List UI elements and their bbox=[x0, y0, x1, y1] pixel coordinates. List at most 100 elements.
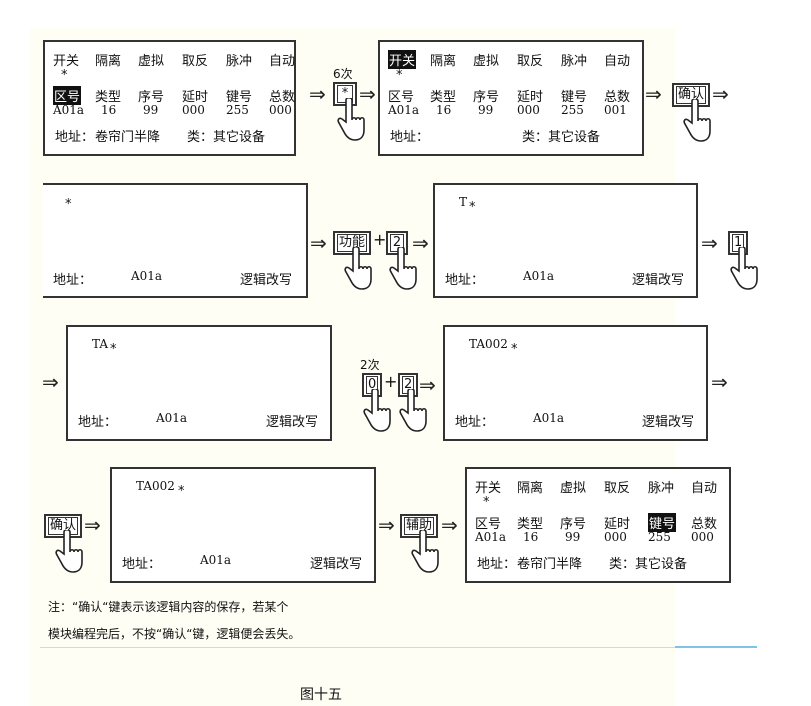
field-label-1: 类型 bbox=[517, 517, 544, 532]
flow-arrow-icon: ⇒ bbox=[701, 231, 718, 255]
menu-item-4: 脉冲 bbox=[648, 481, 675, 496]
mode-label: 逻辑改写 bbox=[240, 273, 293, 288]
category: 类：其它设备 bbox=[609, 557, 688, 572]
flow-arrow-icon: ⇒ bbox=[42, 370, 59, 394]
menu-item-3: 取反 bbox=[604, 481, 631, 496]
field-label-3: 延时 bbox=[517, 90, 544, 105]
flow-arrow-icon: ⇒ bbox=[645, 82, 662, 106]
pressing-hand-icon bbox=[411, 528, 441, 578]
pressing-hand-icon bbox=[344, 245, 374, 295]
key-label: 1 bbox=[732, 234, 745, 252]
key-button-8[interactable]: 辅助 bbox=[400, 514, 439, 538]
field-label-3: 延时 bbox=[182, 90, 209, 105]
pressing-hand-icon bbox=[730, 245, 760, 295]
address-label: 地址： bbox=[55, 130, 95, 145]
key-button-2[interactable]: 功能 bbox=[333, 231, 372, 255]
flow-arrow-icon: ⇒ bbox=[412, 231, 429, 255]
mode-label: 逻辑改写 bbox=[632, 273, 685, 288]
field-value-0: A01a bbox=[53, 103, 85, 117]
address-label: 地址： bbox=[477, 557, 517, 572]
key-label: 确认 bbox=[676, 86, 707, 104]
field-value-4: 255 bbox=[561, 103, 584, 117]
address-label: 地址： bbox=[53, 273, 93, 288]
logic-text: T bbox=[459, 195, 468, 209]
address-label: 地址： bbox=[122, 557, 162, 572]
pressing-hand-icon bbox=[399, 387, 429, 437]
key-button-7[interactable]: 确认 bbox=[44, 514, 83, 538]
menu-item-4: 脉冲 bbox=[561, 54, 588, 69]
divider-accent bbox=[675, 646, 757, 648]
cursor-star: * bbox=[511, 342, 518, 357]
address-value: 卷帘门半降 bbox=[95, 130, 161, 145]
menu-item-1: 隔离 bbox=[517, 481, 544, 496]
key-label: 确认 bbox=[48, 517, 79, 535]
mode-label: 逻辑改写 bbox=[642, 415, 695, 430]
menu-item-2: 虚拟 bbox=[473, 54, 500, 69]
divider bbox=[40, 647, 675, 648]
press-count: 6次 bbox=[333, 67, 353, 81]
cursor-star: * bbox=[178, 484, 185, 499]
field-value-1: 16 bbox=[436, 103, 452, 117]
field-value-1: 16 bbox=[523, 530, 539, 544]
field-value-0: A01a bbox=[475, 530, 507, 544]
field-label-4: 键号 bbox=[648, 513, 677, 532]
address-label: 地址： bbox=[78, 415, 118, 430]
menu-item-2: 虚拟 bbox=[138, 54, 165, 69]
category: 类：其它设备 bbox=[187, 130, 266, 145]
cursor-star: * bbox=[469, 200, 476, 215]
key-label: * bbox=[337, 85, 353, 103]
cursor-star: * bbox=[65, 197, 72, 212]
flow-arrow-icon: ⇒ bbox=[84, 513, 101, 537]
zone-value: A01a bbox=[523, 269, 555, 283]
menu-item-5: 自动 bbox=[691, 481, 718, 496]
key-button-1[interactable]: 确认 bbox=[672, 83, 711, 107]
menu-item-3: 取反 bbox=[182, 54, 209, 69]
flow-arrow-icon: ⇒ bbox=[441, 513, 458, 537]
field-label-3: 延时 bbox=[604, 517, 631, 532]
plus-sign: + bbox=[384, 372, 398, 391]
mode-label: 逻辑改写 bbox=[266, 415, 319, 430]
logic-text: TA002 bbox=[469, 337, 508, 351]
field-label-4: 键号 bbox=[561, 90, 588, 105]
cursor-star: * bbox=[396, 68, 403, 83]
field-label-1: 类型 bbox=[95, 90, 122, 105]
key-label: 辅助 bbox=[404, 517, 435, 535]
field-value-5: 000 bbox=[691, 530, 714, 544]
flow-arrow-icon: ⇒ bbox=[359, 82, 376, 106]
address-label: 地址： bbox=[390, 130, 430, 145]
menu-item-1: 隔离 bbox=[95, 54, 122, 69]
lcd-screen: TA002* 地址： A01a 逻辑改写 bbox=[443, 325, 708, 441]
field-value-3: 000 bbox=[182, 103, 205, 117]
field-label-2: 序号 bbox=[473, 90, 500, 105]
flow-arrow-icon: ⇒ bbox=[309, 82, 326, 106]
cursor-star: * bbox=[483, 495, 490, 510]
zone-value: A01a bbox=[533, 411, 565, 425]
field-value-3: 000 bbox=[517, 103, 540, 117]
pressing-hand-icon bbox=[337, 96, 367, 146]
flow-arrow-icon: ⇒ bbox=[711, 370, 728, 394]
field-value-0: A01a bbox=[388, 103, 420, 117]
field-value-4: 255 bbox=[648, 530, 671, 544]
menu-item-3: 取反 bbox=[517, 54, 544, 69]
press-count: 2次 bbox=[360, 358, 380, 372]
key-button-0[interactable]: * bbox=[333, 82, 357, 106]
key-label: 2 bbox=[390, 234, 404, 252]
field-value-2: 99 bbox=[565, 530, 581, 544]
field-label-2: 序号 bbox=[138, 90, 165, 105]
logic-text: TA bbox=[92, 337, 109, 351]
field-value-3: 000 bbox=[604, 530, 627, 544]
menu-item-0: 开关 bbox=[475, 481, 502, 496]
mode-label: 逻辑改写 bbox=[310, 557, 363, 572]
zone-value: A01a bbox=[156, 411, 188, 425]
field-value-2: 99 bbox=[143, 103, 159, 117]
field-value-5: 001 bbox=[604, 103, 627, 117]
field-label-5: 总数 bbox=[269, 90, 296, 105]
address-label: 地址： bbox=[455, 415, 495, 430]
menu-item-5: 自动 bbox=[604, 54, 631, 69]
cursor-star: * bbox=[110, 342, 117, 357]
